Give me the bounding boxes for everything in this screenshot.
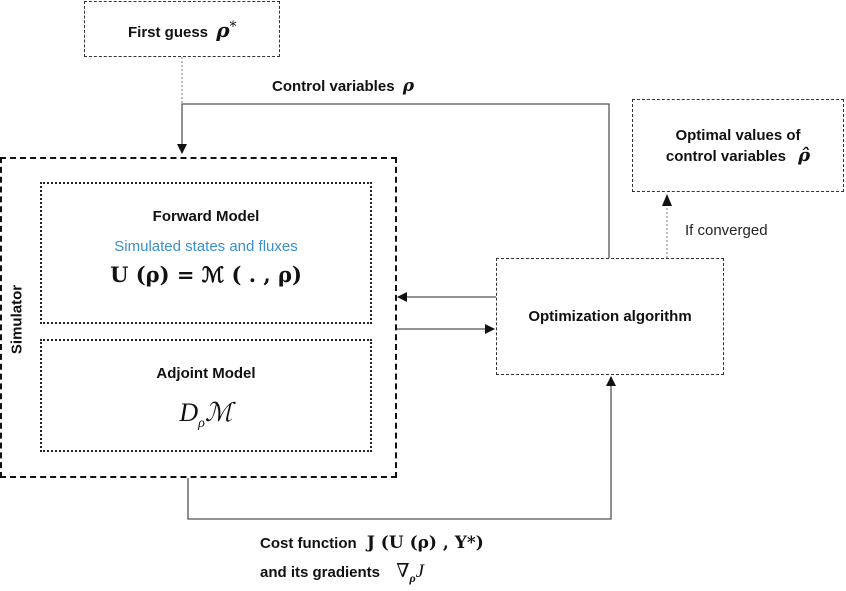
adjoint-eq-base: D — [179, 398, 199, 427]
first-guess-box: First guess ρ* — [84, 1, 280, 57]
optimal-values-line2-text: control variables — [665, 148, 786, 165]
gradient-nabla: ∇ — [396, 561, 410, 582]
first-guess-symbol: ρ — [216, 18, 230, 42]
control-variables-label: Control variables ρ — [272, 76, 414, 96]
forward-model-equation: U (ρ) = ℳ ( . , ρ) — [110, 262, 302, 287]
cost-function-text: Cost function — [260, 535, 357, 552]
gradient-sub: ρ — [409, 570, 416, 585]
control-variables-arrow — [177, 103, 610, 258]
optimization-label: Optimization algorithm — [528, 308, 692, 325]
adjoint-model-equation: Dρℳ — [42, 398, 370, 432]
gradients-text: and its gradients — [260, 564, 381, 581]
simulator-label: Simulator — [8, 284, 26, 355]
cost-function-line1: Cost function J (U (ρ) , Y*) — [260, 533, 484, 553]
adjoint-model-box: Adjoint Model Dρℳ — [40, 339, 372, 452]
forward-model-box: Forward Model Simulated states and fluxe… — [40, 182, 372, 324]
cost-function-math: J (U (ρ) , Y*) — [366, 533, 484, 553]
control-variables-text: Control variables — [272, 78, 395, 95]
gradient-J: J — [415, 561, 425, 582]
optimal-values-line1: Optimal values of — [675, 127, 801, 144]
gradients-math: ∇ρJ — [396, 561, 425, 585]
first-guess-label: First guess ρ* — [128, 18, 237, 42]
forward-model-subtitle: Simulated states and fluxes — [114, 238, 298, 255]
optimal-values-box: Optimal values of control variables ρ̂ — [632, 99, 844, 192]
if-converged-label: If converged — [685, 222, 768, 239]
cost-function-line2: and its gradients ∇ρJ — [260, 560, 424, 586]
adjoint-model-title: Adjoint Model — [156, 365, 256, 382]
adjoint-eq-sub: ρ — [198, 416, 205, 432]
optimization-box: Optimization algorithm — [496, 258, 724, 375]
control-variables-symbol: ρ — [402, 76, 415, 96]
first-guess-text: First guess — [128, 24, 209, 41]
first-guess-superscript: * — [229, 19, 237, 35]
cost-function-arrow — [187, 376, 616, 520]
adjoint-eq-rest: ℳ — [204, 398, 233, 427]
simulator-box: Simulator Forward Model Simulated states… — [0, 157, 397, 478]
optimal-values-line2: control variables ρ̂ — [633, 145, 843, 166]
forward-model-title: Forward Model — [152, 208, 260, 225]
optimal-values-symbol: ρ̂ — [798, 145, 811, 166]
